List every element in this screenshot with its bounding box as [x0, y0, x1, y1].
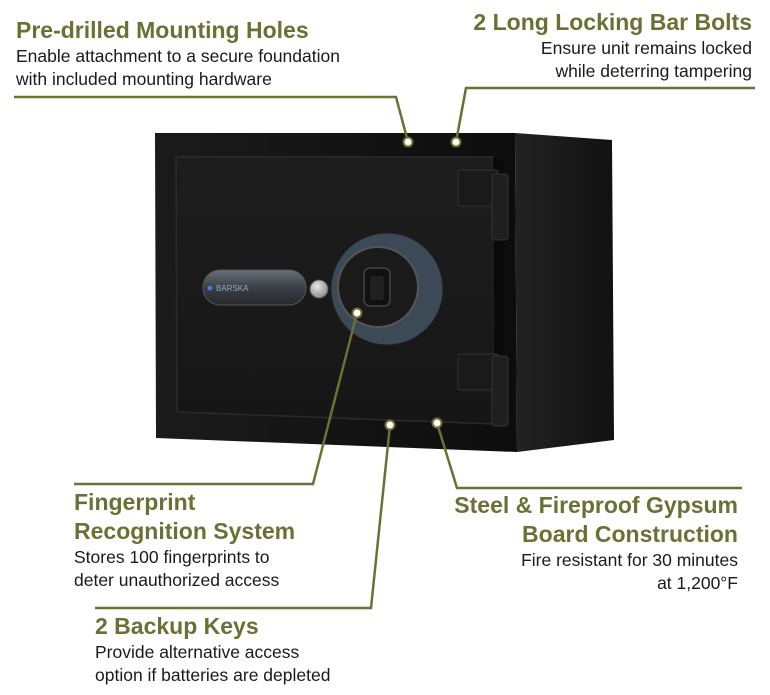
- callout-fingerprint-desc-1: Stores 100 fingerprints to: [74, 547, 270, 567]
- callout-construction-desc-1: Fire resistant for 30 minutes: [521, 550, 738, 570]
- callout-keys-title: 2 Backup Keys: [95, 613, 259, 639]
- safe-side-panel: [515, 133, 614, 452]
- callout-keys-desc-1: Provide alternative access: [95, 642, 300, 662]
- dot-construction: [431, 417, 443, 429]
- brand-dot-icon: [207, 285, 213, 291]
- leader-mounting: [14, 95, 410, 143]
- callout-fingerprint: Fingerprint Recognition System Stores 10…: [74, 488, 295, 592]
- leader-dots: [351, 136, 462, 431]
- dot-fingerprint: [351, 307, 363, 319]
- leader-construction: [435, 422, 742, 490]
- callout-construction-title-1: Steel & Fireproof Gypsum: [454, 492, 738, 518]
- leader-fingerprint: [74, 312, 359, 486]
- brand-label: BARSKA: [216, 284, 249, 293]
- leader-lines: [14, 86, 755, 610]
- key-lock-cover: [309, 279, 329, 299]
- callout-construction-title-2: Board Construction: [522, 521, 738, 547]
- callout-bolts-title: 2 Long Locking Bar Bolts: [473, 9, 752, 35]
- callout-fingerprint-title-2: Recognition System: [74, 518, 296, 544]
- hinge-bottom: [457, 353, 509, 427]
- dot-keys: [384, 419, 396, 431]
- callout-mounting: Pre-drilled Mounting Holes Enable attach…: [16, 16, 340, 91]
- callout-construction: Steel & Fireproof Gypsum Board Construct…: [454, 491, 738, 595]
- callout-construction-desc-2: at 1,200°F: [657, 573, 738, 593]
- callout-fingerprint-title-1: Fingerprint: [74, 489, 196, 515]
- callout-keys: 2 Backup Keys Provide alternative access…: [95, 612, 330, 687]
- callout-fingerprint-desc-2: deter unauthorized access: [74, 570, 280, 590]
- callout-bolts-desc-1: Ensure unit remains locked: [540, 38, 752, 58]
- dot-bolts: [450, 136, 462, 148]
- hinge-top: [457, 169, 509, 241]
- leader-keys: [95, 424, 392, 610]
- dot-mounting: [402, 136, 414, 148]
- callout-mounting-desc-1: Enable attachment to a secure foundation: [16, 46, 340, 66]
- callout-mounting-desc-2: with included mounting hardware: [16, 69, 272, 89]
- callout-bolts: 2 Long Locking Bar Bolts Ensure unit rem…: [473, 8, 752, 83]
- leader-bolts: [454, 86, 755, 143]
- callout-bolts-desc-2: while deterring tampering: [555, 61, 753, 81]
- fingerprint-scanner: [330, 232, 444, 346]
- callout-keys-desc-2: option if batteries are depleted: [95, 665, 331, 685]
- handle: BARSKA: [202, 269, 307, 306]
- callout-mounting-title: Pre-drilled Mounting Holes: [16, 17, 309, 43]
